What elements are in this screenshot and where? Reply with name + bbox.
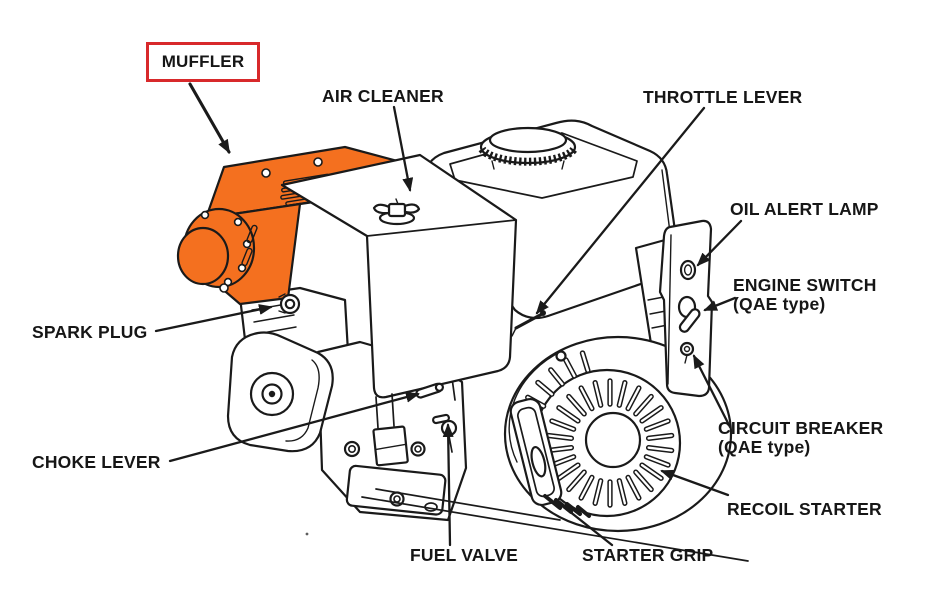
label-spark-plug: SPARK PLUG xyxy=(32,322,148,342)
label-choke-lever: CHOKE LEVER xyxy=(32,452,161,472)
label-fuel-valve: FUEL VALVE xyxy=(410,545,518,565)
circuit-breaker-part xyxy=(679,341,695,364)
engine-switch-part xyxy=(677,295,701,333)
choke-lever-part xyxy=(375,382,445,429)
air-cleaner-part xyxy=(280,153,518,399)
label-engine-switch-type: (QAE type) xyxy=(733,293,826,314)
label-recoil-starter: RECOIL STARTER xyxy=(727,499,882,519)
mounting-base xyxy=(345,464,749,562)
label-engine-switch-name: ENGINE SWITCH xyxy=(733,275,877,295)
control-panel xyxy=(658,219,714,398)
muffler-selection-box[interactable]: MUFFLER xyxy=(146,42,260,82)
label-circuit-breaker-type: (QAE type) xyxy=(718,436,811,457)
label-throttle-lever: THROTTLE LEVER xyxy=(643,87,803,107)
label-circuit-breaker: CIRCUIT BREAKER (QAE type) xyxy=(718,419,883,456)
callout-lines xyxy=(154,82,743,547)
stray-mark xyxy=(305,532,309,536)
label-starter-grip: STARTER GRIP xyxy=(582,545,714,565)
label-oil-alert-lamp: OIL ALERT LAMP xyxy=(730,199,879,219)
label-muffler: MUFFLER xyxy=(161,51,245,71)
spark-plug-part xyxy=(278,293,301,315)
oil-alert-lamp-part xyxy=(679,259,697,281)
starter-grip-part xyxy=(509,397,563,507)
label-engine-switch: ENGINE SWITCH (QAE type) xyxy=(733,276,877,313)
label-circuit-breaker-name: CIRCUIT BREAKER xyxy=(718,418,884,438)
fan-cover xyxy=(226,331,334,453)
muffler-part[interactable] xyxy=(176,145,418,306)
label-air-cleaner: AIR CLEANER xyxy=(322,86,444,106)
